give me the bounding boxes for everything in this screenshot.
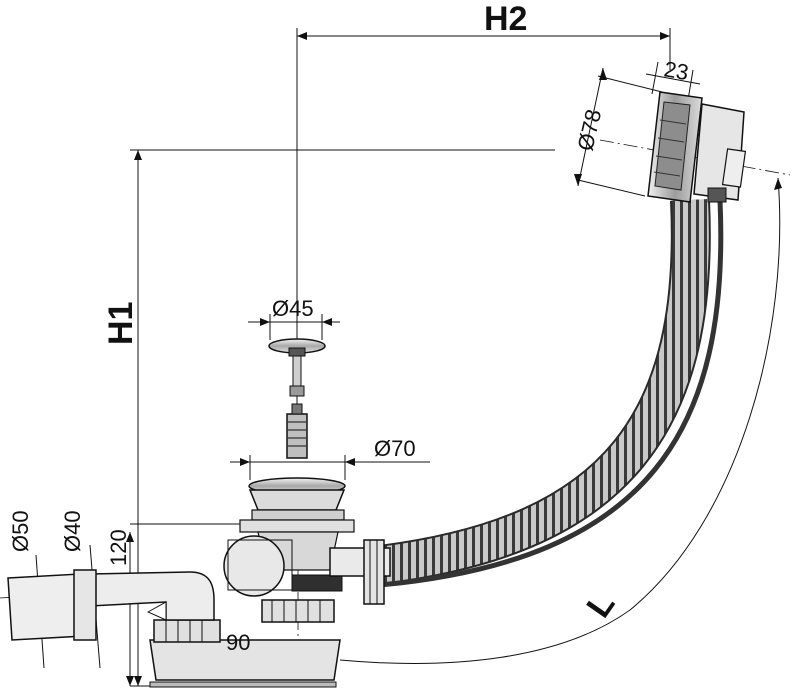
siphon-trap bbox=[7, 569, 341, 688]
label-w90: 90 bbox=[226, 630, 250, 655]
corrugated-hose bbox=[377, 199, 724, 588]
label-d70: Ø70 bbox=[374, 436, 416, 461]
plug-spring bbox=[286, 403, 308, 459]
l-dimension-arc bbox=[339, 177, 781, 664]
plug-stopper bbox=[268, 338, 326, 397]
overflow-head bbox=[647, 91, 747, 203]
label-h1: H1 bbox=[102, 302, 140, 345]
hose-cable bbox=[379, 199, 724, 588]
d78-ext-top bbox=[597, 75, 663, 93]
label-w23: 23 bbox=[662, 56, 690, 85]
label-d50: Ø50 bbox=[8, 510, 33, 552]
d23-ext-left bbox=[651, 61, 659, 95]
d78-ext-bottom bbox=[577, 179, 646, 197]
label-h120: 120 bbox=[106, 529, 131, 566]
d78-dimension-line bbox=[577, 67, 604, 187]
label-h2: H2 bbox=[484, 0, 527, 38]
label-d40: Ø40 bbox=[60, 510, 85, 552]
label-d45: Ø45 bbox=[272, 296, 314, 321]
d23-ext-right bbox=[687, 69, 694, 101]
label-d78: Ø78 bbox=[573, 107, 607, 153]
drain-body bbox=[223, 477, 391, 623]
